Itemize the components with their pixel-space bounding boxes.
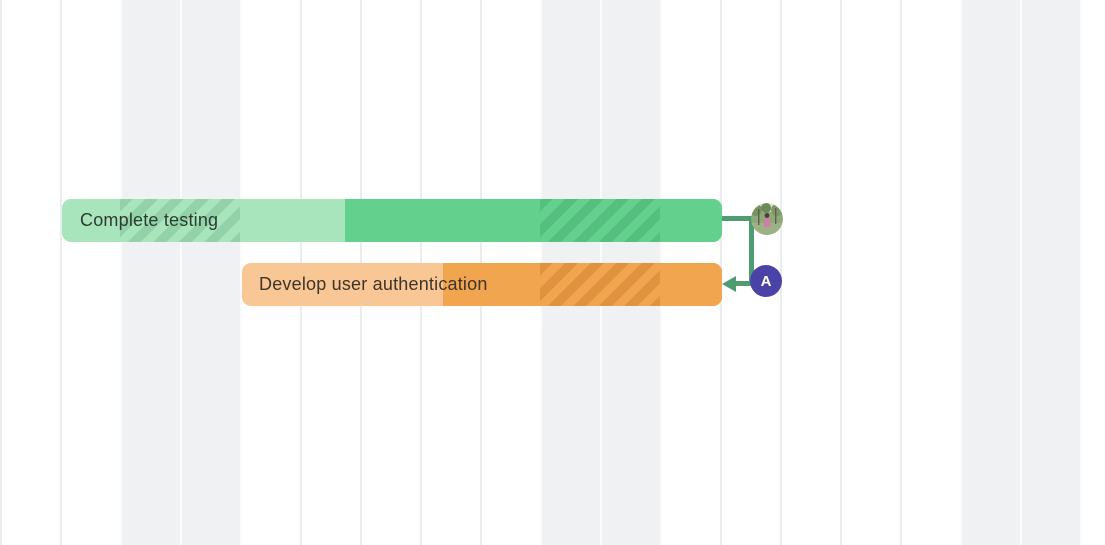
day-column-weekend (1020, 0, 1080, 545)
task-label: Complete testing (80, 210, 219, 230)
assignee-badge[interactable]: A (750, 265, 782, 297)
day-column (900, 0, 960, 545)
task-bar-complete-testing[interactable]: Complete testing (62, 199, 722, 242)
task-label: Develop user authentication (259, 274, 488, 294)
dependency-arrow-icon (722, 276, 736, 292)
avatar-photo-person-in-park (751, 203, 783, 235)
day-column (780, 0, 840, 545)
weekend-hatch-overlay (120, 199, 240, 242)
weekend-hatch-overlay (540, 199, 660, 242)
day-column (840, 0, 900, 545)
day-column (60, 0, 120, 545)
dependency-line-horizontal (722, 216, 753, 221)
day-column (1080, 0, 1105, 545)
dependency-line-vertical (749, 218, 754, 284)
task-bar-develop-user-authentication[interactable]: Develop user authentication (242, 263, 722, 306)
day-column-weekend (120, 0, 180, 545)
assignee-avatar[interactable] (751, 203, 783, 235)
task-progress-segment (345, 199, 722, 242)
weekend-hatch-overlay (540, 263, 660, 306)
day-column-weekend (180, 0, 240, 545)
day-column-weekend (960, 0, 1020, 545)
day-column (0, 0, 60, 545)
dependency-arrow-stem (734, 281, 751, 286)
